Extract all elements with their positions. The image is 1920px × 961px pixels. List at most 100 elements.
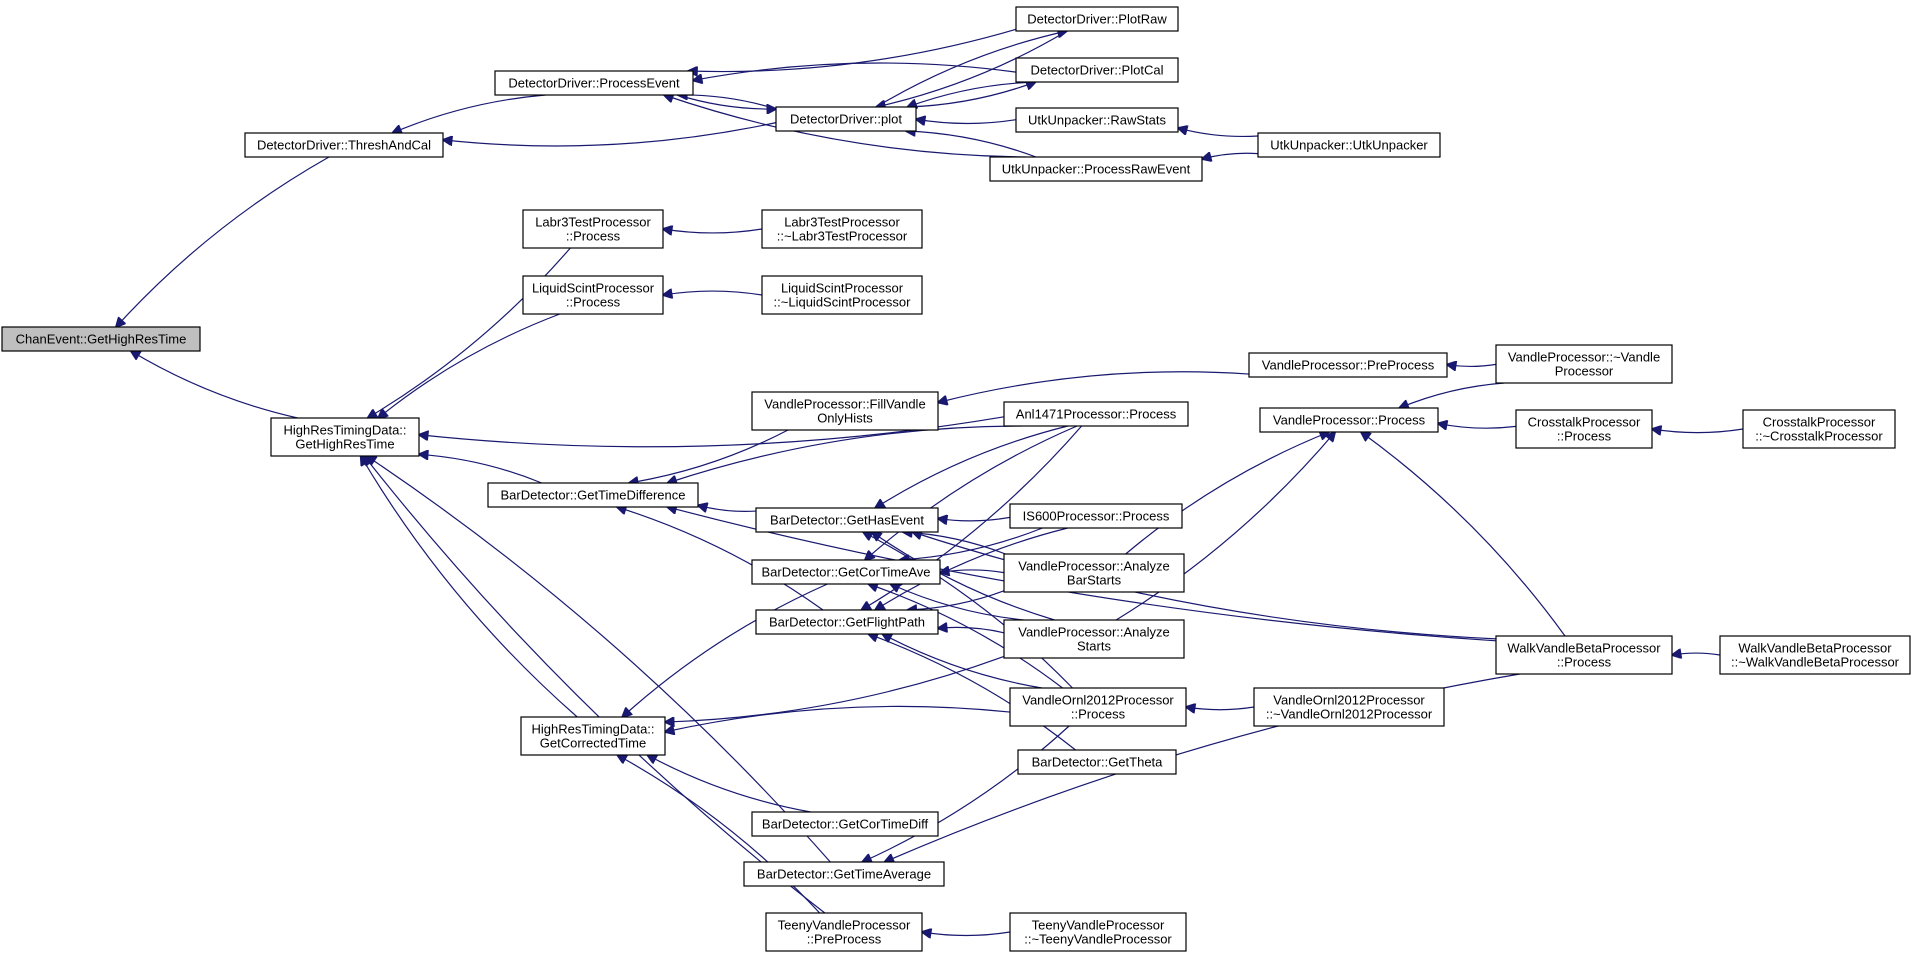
- edge-teenydtor-to-teenypreprocess: [922, 932, 1011, 936]
- node-label-processevent-0: DetectorDriver::ProcessEvent: [508, 76, 680, 91]
- node-labr3dtor[interactable]: Labr3TestProcessor::~Labr3TestProcessor: [761, 209, 923, 249]
- node-label-plot-0: DetectorDriver::plot: [790, 112, 902, 127]
- node-getflightpath[interactable]: BarDetector::GetFlightPath: [755, 609, 939, 635]
- node-box-rawstats: [1015, 107, 1179, 133]
- node-vandleprocess[interactable]: VandleProcessor::Process: [1259, 407, 1439, 433]
- node-plotcal[interactable]: DetectorDriver::PlotCal: [1015, 57, 1179, 83]
- node-walkdtor[interactable]: WalkVandleBetaProcessor::~WalkVandleBeta…: [1719, 635, 1911, 675]
- node-label-vandleornldtor-0: VandleOrnl2012Processor: [1273, 693, 1425, 708]
- node-label-liquidprocess-1: ::Process: [566, 295, 621, 310]
- node-box-getflightpath: [755, 609, 939, 635]
- node-label-labr3dtor-1: ::~Labr3TestProcessor: [777, 229, 908, 244]
- edge-crosstalkprocess-to-vandleprocess: [1438, 423, 1517, 428]
- node-label-hrtgetcorrected-1: GetCorrectedTime: [540, 736, 646, 751]
- node-label-hrtgethighrestime-1: GetHighResTime: [295, 437, 394, 452]
- node-teenydtor[interactable]: TeenyVandleProcessor::~TeenyVandleProces…: [1009, 912, 1187, 952]
- node-label-analyzebarstarts-0: VandleProcessor::Analyze: [1018, 559, 1170, 574]
- node-walkprocess[interactable]: WalkVandleBetaProcessor::Process: [1495, 635, 1673, 675]
- node-label-labr3process-1: ::Process: [566, 229, 621, 244]
- node-label-gettheta-0: BarDetector::GetTheta: [1032, 755, 1164, 770]
- edge-analyzebarstarts-to-vandleprocess: [1125, 432, 1329, 555]
- node-label-getcortimediff-0: BarDetector::GetCorTimeDiff: [762, 817, 929, 832]
- node-label-analyzestarts-1: Starts: [1077, 639, 1111, 654]
- node-vandleornldtor[interactable]: VandleOrnl2012Processor::~VandleOrnl2012…: [1253, 687, 1445, 727]
- node-processrawevent[interactable]: UtkUnpacker::ProcessRawEvent: [989, 156, 1203, 182]
- node-gethasevent[interactable]: BarDetector::GetHasEvent: [755, 507, 939, 533]
- node-teenypreprocess[interactable]: TeenyVandleProcessor::PreProcess: [765, 912, 923, 952]
- node-box-anl1471: [1003, 401, 1189, 427]
- edge-anl1471-to-getflightpath: [861, 425, 1083, 610]
- node-gettimediff[interactable]: BarDetector::GetTimeDifference: [487, 482, 699, 508]
- node-crosstalkdtor[interactable]: CrosstalkProcessor::~CrosstalkProcessor: [1742, 409, 1896, 449]
- node-label-teenydtor-0: TeenyVandleProcessor: [1032, 918, 1165, 933]
- node-getcortimediff[interactable]: BarDetector::GetCorTimeDiff: [751, 811, 939, 837]
- edge-plot-to-plotraw: [875, 31, 1067, 108]
- edge-processrawevent-to-plot: [906, 131, 1037, 158]
- node-liquiddtor[interactable]: LiquidScintProcessor::~LiquidScintProces…: [761, 275, 923, 315]
- node-box-crosstalkdtor: [1742, 409, 1896, 449]
- node-vandledtor[interactable]: VandleProcessor::~VandleProcessor: [1495, 344, 1673, 384]
- node-threshandcal[interactable]: DetectorDriver::ThreshAndCal: [244, 132, 444, 158]
- node-box-plot: [775, 106, 917, 132]
- node-box-gettheta: [1017, 749, 1177, 775]
- edge-vandleornlprocess-to-getflightpath: [882, 634, 1042, 689]
- node-vandlepreprocess[interactable]: VandleProcessor::PreProcess: [1248, 352, 1448, 378]
- node-anl1471[interactable]: Anl1471Processor::Process: [1003, 401, 1189, 427]
- node-box-processrawevent: [989, 156, 1203, 182]
- node-chanevent[interactable]: ChanEvent::GetHighResTime: [1, 326, 201, 352]
- edge-walkprocess-to-gettimediff: [667, 507, 1497, 642]
- node-label-vandleornlprocess-1: ::Process: [1071, 707, 1126, 722]
- node-label-gettimediff-0: BarDetector::GetTimeDifference: [501, 488, 686, 503]
- node-crosstalkprocess[interactable]: CrosstalkProcessor::Process: [1515, 409, 1653, 449]
- node-label-liquiddtor-1: ::~LiquidScintProcessor: [774, 295, 912, 310]
- node-label-crosstalkdtor-1: ::~CrosstalkProcessor: [1755, 429, 1883, 444]
- node-box-chanevent: [1, 326, 201, 352]
- edge-utkunpacker-to-rawstats: [1178, 128, 1259, 138]
- edge-labr3dtor-to-labr3process: [663, 229, 763, 233]
- node-is600[interactable]: IS600Processor::Process: [1009, 503, 1183, 529]
- edge-vandledtor-to-vandlepreprocess: [1447, 364, 1497, 366]
- edge-plotcal-to-processevent: [693, 62, 1017, 80]
- edge-anl1471-to-getcortimeave: [865, 425, 1078, 560]
- node-box-vandledtor: [1495, 344, 1673, 384]
- node-box-teenypreprocess: [765, 912, 923, 952]
- edge-analyzebarstarts-to-gethasevent: [903, 532, 1006, 555]
- node-box-fillvandle: [751, 391, 939, 431]
- node-utkunpacker[interactable]: UtkUnpacker::UtkUnpacker: [1257, 132, 1441, 158]
- edge-liquiddtor-to-liquidprocess: [663, 291, 763, 295]
- node-processevent[interactable]: DetectorDriver::ProcessEvent: [494, 70, 694, 96]
- node-label-walkdtor-1: ::~WalkVandleBetaProcessor: [1731, 655, 1900, 670]
- node-plotraw[interactable]: DetectorDriver::PlotRaw: [1015, 6, 1179, 32]
- edge-vandlepreprocess-to-fillvandle: [938, 371, 1250, 403]
- edge-gettheta-to-getflightpath: [868, 634, 1076, 751]
- node-hrtgetcorrected[interactable]: HighResTimingData::GetCorrectedTime: [520, 716, 666, 756]
- edge-gettimeaverage-to-hrtgethighrestime: [367, 456, 831, 863]
- node-rawstats[interactable]: UtkUnpacker::RawStats: [1015, 107, 1179, 133]
- node-box-crosstalkprocess: [1515, 409, 1653, 449]
- node-labr3process[interactable]: Labr3TestProcessor::Process: [522, 209, 664, 249]
- node-plot[interactable]: DetectorDriver::plot: [775, 106, 917, 132]
- node-label-gethasevent-0: BarDetector::GetHasEvent: [770, 513, 924, 528]
- node-hrtgethighrestime[interactable]: HighResTimingData::GetHighResTime: [270, 417, 420, 457]
- node-box-analyzebarstarts: [1003, 553, 1185, 593]
- edge-vandleornlprocess-to-hrtgetcorrected: [665, 705, 1011, 731]
- edge-gethasevent-to-gettimediff: [698, 505, 757, 511]
- edge-labr3process-to-hrtgethighrestime: [368, 247, 571, 418]
- edge-gettimediff-to-hrtgethighrestime: [419, 454, 542, 484]
- node-getcortimeave[interactable]: BarDetector::GetCorTimeAve: [751, 559, 941, 585]
- node-gettimeaverage[interactable]: BarDetector::GetTimeAverage: [743, 861, 945, 887]
- nodes-layer: ChanEvent::GetHighResTime DetectorDriver:…: [1, 6, 1911, 952]
- node-box-teenydtor: [1009, 912, 1187, 952]
- node-box-walkprocess: [1495, 635, 1673, 675]
- node-gettheta[interactable]: BarDetector::GetTheta: [1017, 749, 1177, 775]
- node-label-plotcal-0: DetectorDriver::PlotCal: [1031, 63, 1164, 78]
- edge-rawstats-to-plot: [916, 119, 1017, 123]
- edge-getflightpath-to-gettimediff: [617, 507, 824, 611]
- node-vandleornlprocess[interactable]: VandleOrnl2012Processor::Process: [1009, 687, 1187, 727]
- node-liquidprocess[interactable]: LiquidScintProcessor::Process: [522, 275, 664, 315]
- edge-getcortimediff-to-hrtgetcorrected: [647, 755, 811, 813]
- node-label-crosstalkprocess-1: ::Process: [1557, 429, 1612, 444]
